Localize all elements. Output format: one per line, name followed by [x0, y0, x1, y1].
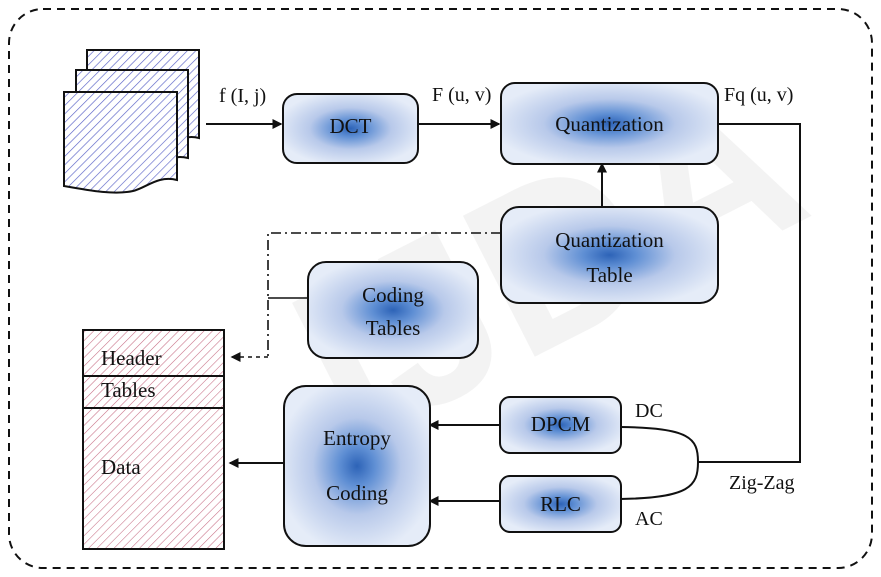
quantization-table-label-line1: Quantization [555, 228, 664, 252]
input-signal-label: f (I, j) [219, 85, 266, 107]
output-header-label: Header [101, 346, 162, 370]
dct-output-label: F (u, v) [432, 84, 491, 106]
dpcm-block [499, 396, 622, 454]
dpcm-label: DPCM [531, 412, 591, 436]
coding-tables-label-line2: Tables [366, 316, 421, 340]
quantization-block [500, 82, 719, 165]
ac-label: AC [635, 508, 663, 530]
zigzag-label: Zig-Zag [729, 472, 795, 494]
dc-branch-curve [619, 426, 699, 463]
quantization-label: Quantization [555, 112, 664, 136]
dct-block [282, 93, 419, 164]
output-tables-label: Tables [101, 378, 156, 402]
coding-tables-block [307, 261, 479, 359]
entropy-coding-label-line2: Coding [326, 481, 388, 505]
input-image-sheet-front [63, 91, 178, 194]
rlc-label: RLC [540, 492, 581, 516]
quantization-output-line [698, 123, 801, 463]
input-image-stack [63, 49, 200, 194]
entropy-coding-label-line1: Entropy [323, 426, 391, 450]
quantization-table-side-link [267, 232, 501, 357]
quantization-table-label-line2: Table [586, 263, 632, 287]
coding-tables-label-line1: Coding [362, 283, 424, 307]
output-data-label: Data [101, 455, 141, 479]
quantized-output-label: Fq (u, v) [724, 84, 793, 106]
output-file [82, 329, 225, 550]
output-file-body [82, 329, 225, 550]
dc-label: DC [635, 400, 663, 422]
entropy-coding-block [283, 385, 431, 547]
rlc-block [499, 475, 622, 533]
dct-label: DCT [330, 114, 372, 138]
ac-branch-curve [619, 461, 699, 500]
dashed-boundary [8, 8, 873, 569]
quantization-table-block [500, 206, 719, 304]
